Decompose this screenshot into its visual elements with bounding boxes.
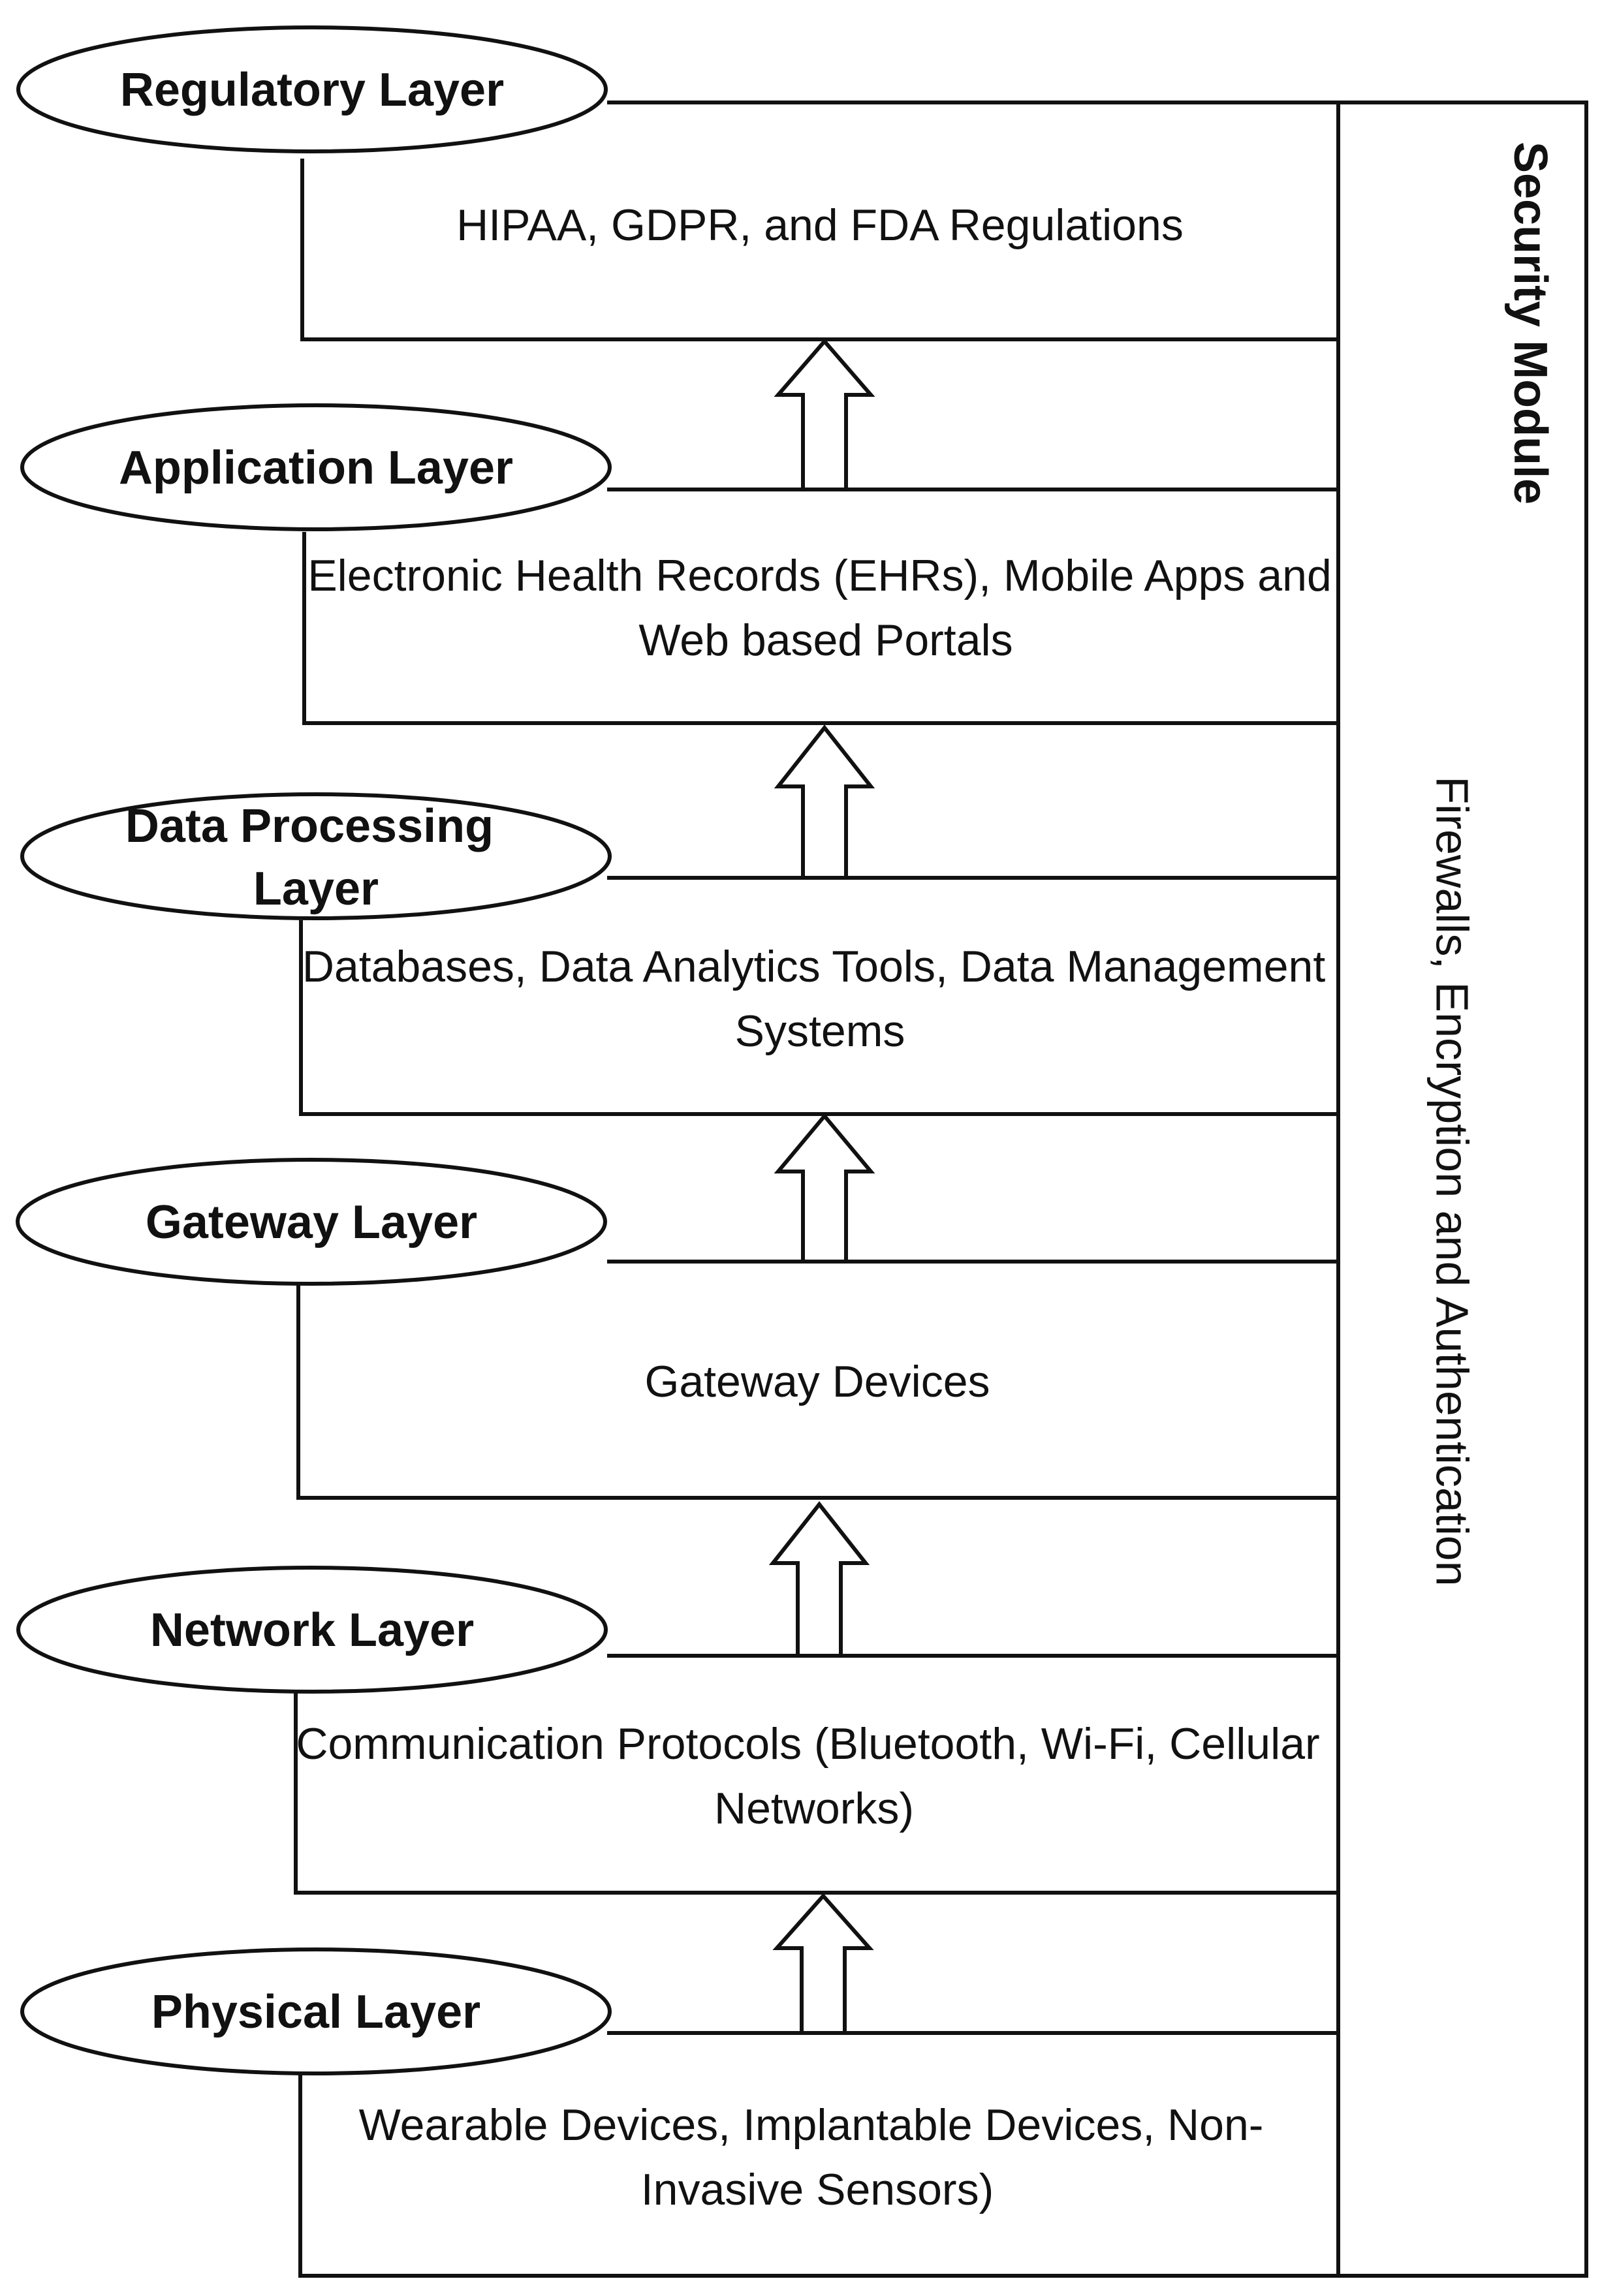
layer-network: Network Layer Communication Protocols (B… [16, 1566, 1338, 1895]
layer-description: Electronic Health Records (EHRs), Mobile… [307, 551, 1343, 665]
layer-application: Application Layer Electronic Health Reco… [20, 403, 1343, 725]
layer-label-ellipse [16, 25, 608, 153]
layer-regulatory: Regulatory Layer HIPAA, GDPR, and FDA Re… [16, 25, 1338, 341]
layer-description: Gateway Devices [644, 1357, 990, 1406]
layer-label-ellipse [16, 1158, 607, 1286]
layer-box-outline [300, 159, 1338, 341]
up-arrow-icon [774, 1113, 875, 1264]
up-arrow-icon [774, 338, 875, 491]
layer-label: Data Processing Layer [125, 800, 507, 915]
layer-description: Wearable Devices, Implantable Devices, N… [359, 2100, 1276, 2214]
layer-description: Communication Protocols (Bluetooth, Wi-F… [296, 1719, 1332, 1833]
layer-gateway: Gateway Layer Gateway Devices [16, 1158, 1338, 1500]
layer-label: Physical Layer [151, 1986, 480, 2038]
security-module-title: Security Module [1504, 142, 1556, 504]
layer-label: Regulatory Layer [120, 64, 504, 116]
up-arrow-icon [774, 724, 875, 880]
layer-label-ellipse [20, 1947, 612, 2075]
layer-label: Application Layer [119, 442, 513, 494]
up-arrow-icon [768, 1501, 870, 1658]
layer-label: Network Layer [150, 1604, 474, 1656]
layer-physical: Physical Layer Wearable Devices, Implant… [20, 1947, 1338, 2278]
layer-box-outline [298, 2069, 1338, 2278]
layer-box-outline [296, 1282, 1338, 1500]
layer-label: Gateway Layer [146, 1196, 477, 1249]
layer-box-outline [302, 532, 1338, 725]
layer-description: Databases, Data Analytics Tools, Data Ma… [302, 942, 1338, 1056]
security-module-panel [1336, 101, 1588, 2278]
security-module-text: Firewalls, Encryption and Authentication [1427, 776, 1478, 1586]
layer-label-ellipse [20, 403, 612, 531]
layer-label-ellipse [16, 1566, 608, 1694]
layer-label-ellipse [20, 792, 612, 920]
up-arrow-icon [772, 1893, 874, 2035]
layer-data-processing: Data Processing Layer Databases, Data An… [20, 792, 1338, 1116]
layer-box-outline [299, 920, 1338, 1116]
layer-description: HIPAA, GDPR, and FDA Regulations [456, 200, 1184, 250]
layer-box-outline [294, 1690, 1338, 1895]
